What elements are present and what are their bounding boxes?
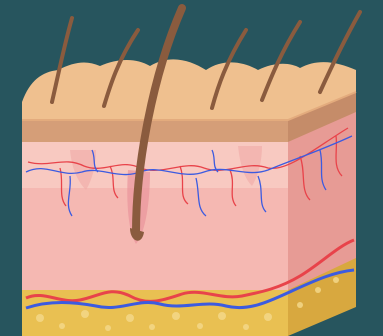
skin-surface-top (22, 59, 356, 120)
epidermis-band (22, 120, 288, 142)
